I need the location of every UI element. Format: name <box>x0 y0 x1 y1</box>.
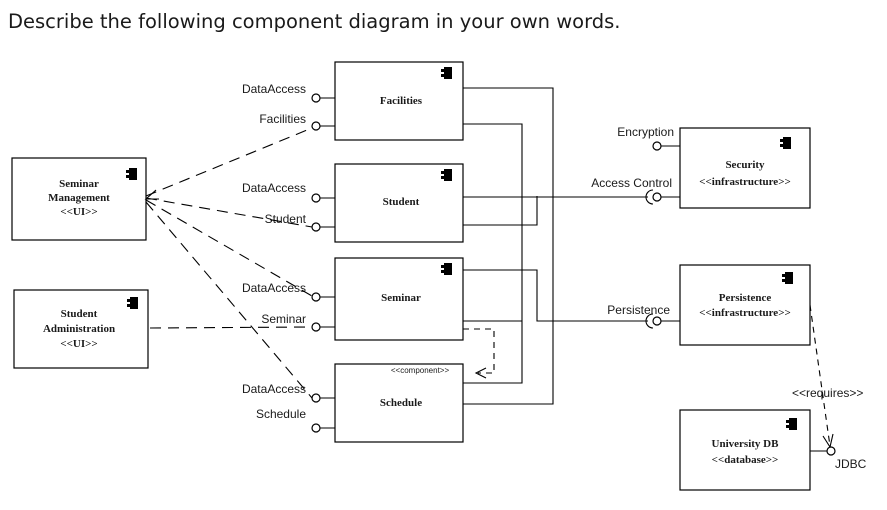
jdbc-label: JDBC <box>835 457 867 471</box>
persistence-interface-label: Persistence <box>607 303 670 317</box>
persistence-name: Persistence <box>719 292 772 304</box>
schedule-component[interactable]: <<component>> Schedule <box>334 363 464 443</box>
encryption-label: Encryption <box>617 125 674 139</box>
schedule-stereotype: <<component>> <box>391 366 450 375</box>
access-control-interface: Access Control <box>591 176 680 205</box>
student-dataaccess-label: DataAccess <box>242 181 306 195</box>
security-name: Security <box>725 159 765 171</box>
student-administration-line1: Student <box>61 308 98 320</box>
facilities-dataaccess-label: DataAccess <box>242 82 306 96</box>
security-stereotype: <<infrastructure>> <box>699 176 790 188</box>
seminar-seminar-interface: Seminar <box>261 312 335 332</box>
student-student-label: Student <box>265 212 307 226</box>
student-administration-stereotype: <<UI>> <box>60 338 97 350</box>
seminar-management-line2: Management <box>48 192 110 204</box>
dependency-arrowhead <box>822 433 834 449</box>
university-db-name: University DB <box>712 438 780 450</box>
seminar-management-line1: Seminar <box>59 178 99 190</box>
persistence-component[interactable]: Persistence <<infrastructure>> <box>679 264 811 346</box>
seminar-to-schedule-dependency <box>463 328 495 379</box>
seminar-seminar-label: Seminar <box>261 312 306 326</box>
facilities-dataaccess-interface: DataAccess <box>242 82 335 103</box>
access-control-label: Access Control <box>591 176 672 190</box>
infrastructure-wiring <box>463 87 648 405</box>
persistence-interface: Persistence <box>607 303 680 329</box>
dependency-arrowhead <box>474 367 487 379</box>
seminar-component[interactable]: Seminar <box>334 257 464 341</box>
schedule-schedule-interface: Schedule <box>256 407 335 433</box>
student-dataaccess-interface: DataAccess <box>242 181 335 203</box>
persistence-stereotype: <<infrastructure>> <box>699 307 790 319</box>
encryption-interface: Encryption <box>617 125 680 151</box>
jdbc-interface: JDBC <box>810 446 867 471</box>
seminar-dataaccess-interface: DataAccess <box>242 281 335 302</box>
student-administration-dependency <box>149 326 313 329</box>
facilities-component[interactable]: Facilities <box>334 61 464 141</box>
schedule-schedule-label: Schedule <box>256 407 306 421</box>
facilities-facilities-label: Facilities <box>259 112 306 126</box>
seminar-management-stereotype: <<UI>> <box>60 206 97 218</box>
student-name: Student <box>383 196 420 208</box>
student-administration-component[interactable]: Student Administration <<UI>> <box>13 289 149 369</box>
student-component[interactable]: Student <box>334 163 464 243</box>
facilities-facilities-interface: Facilities <box>259 112 335 131</box>
student-student-interface: Student <box>265 212 335 232</box>
question-text: Describe the following component diagram… <box>8 10 621 33</box>
seminar-management-component[interactable]: Seminar Management <<UI>> <box>11 157 147 241</box>
schedule-dataaccess-label: DataAccess <box>242 382 306 396</box>
schedule-name: Schedule <box>380 397 422 409</box>
university-db-stereotype: <<database>> <box>712 454 779 466</box>
schedule-dataaccess-interface: DataAccess <box>242 382 335 403</box>
seminar-dataaccess-label: DataAccess <box>242 281 306 295</box>
facilities-name: Facilities <box>380 95 423 107</box>
student-administration-line2: Administration <box>43 323 115 335</box>
security-component[interactable]: Security <<infrastructure>> <box>679 127 811 209</box>
seminar-name: Seminar <box>381 292 421 304</box>
university-db-component[interactable]: University DB <<database>> <box>679 409 811 491</box>
seminar-management-dependencies <box>144 127 313 399</box>
dependency-arrowhead <box>144 189 159 200</box>
requires-label: <<requires>> <box>792 386 863 400</box>
